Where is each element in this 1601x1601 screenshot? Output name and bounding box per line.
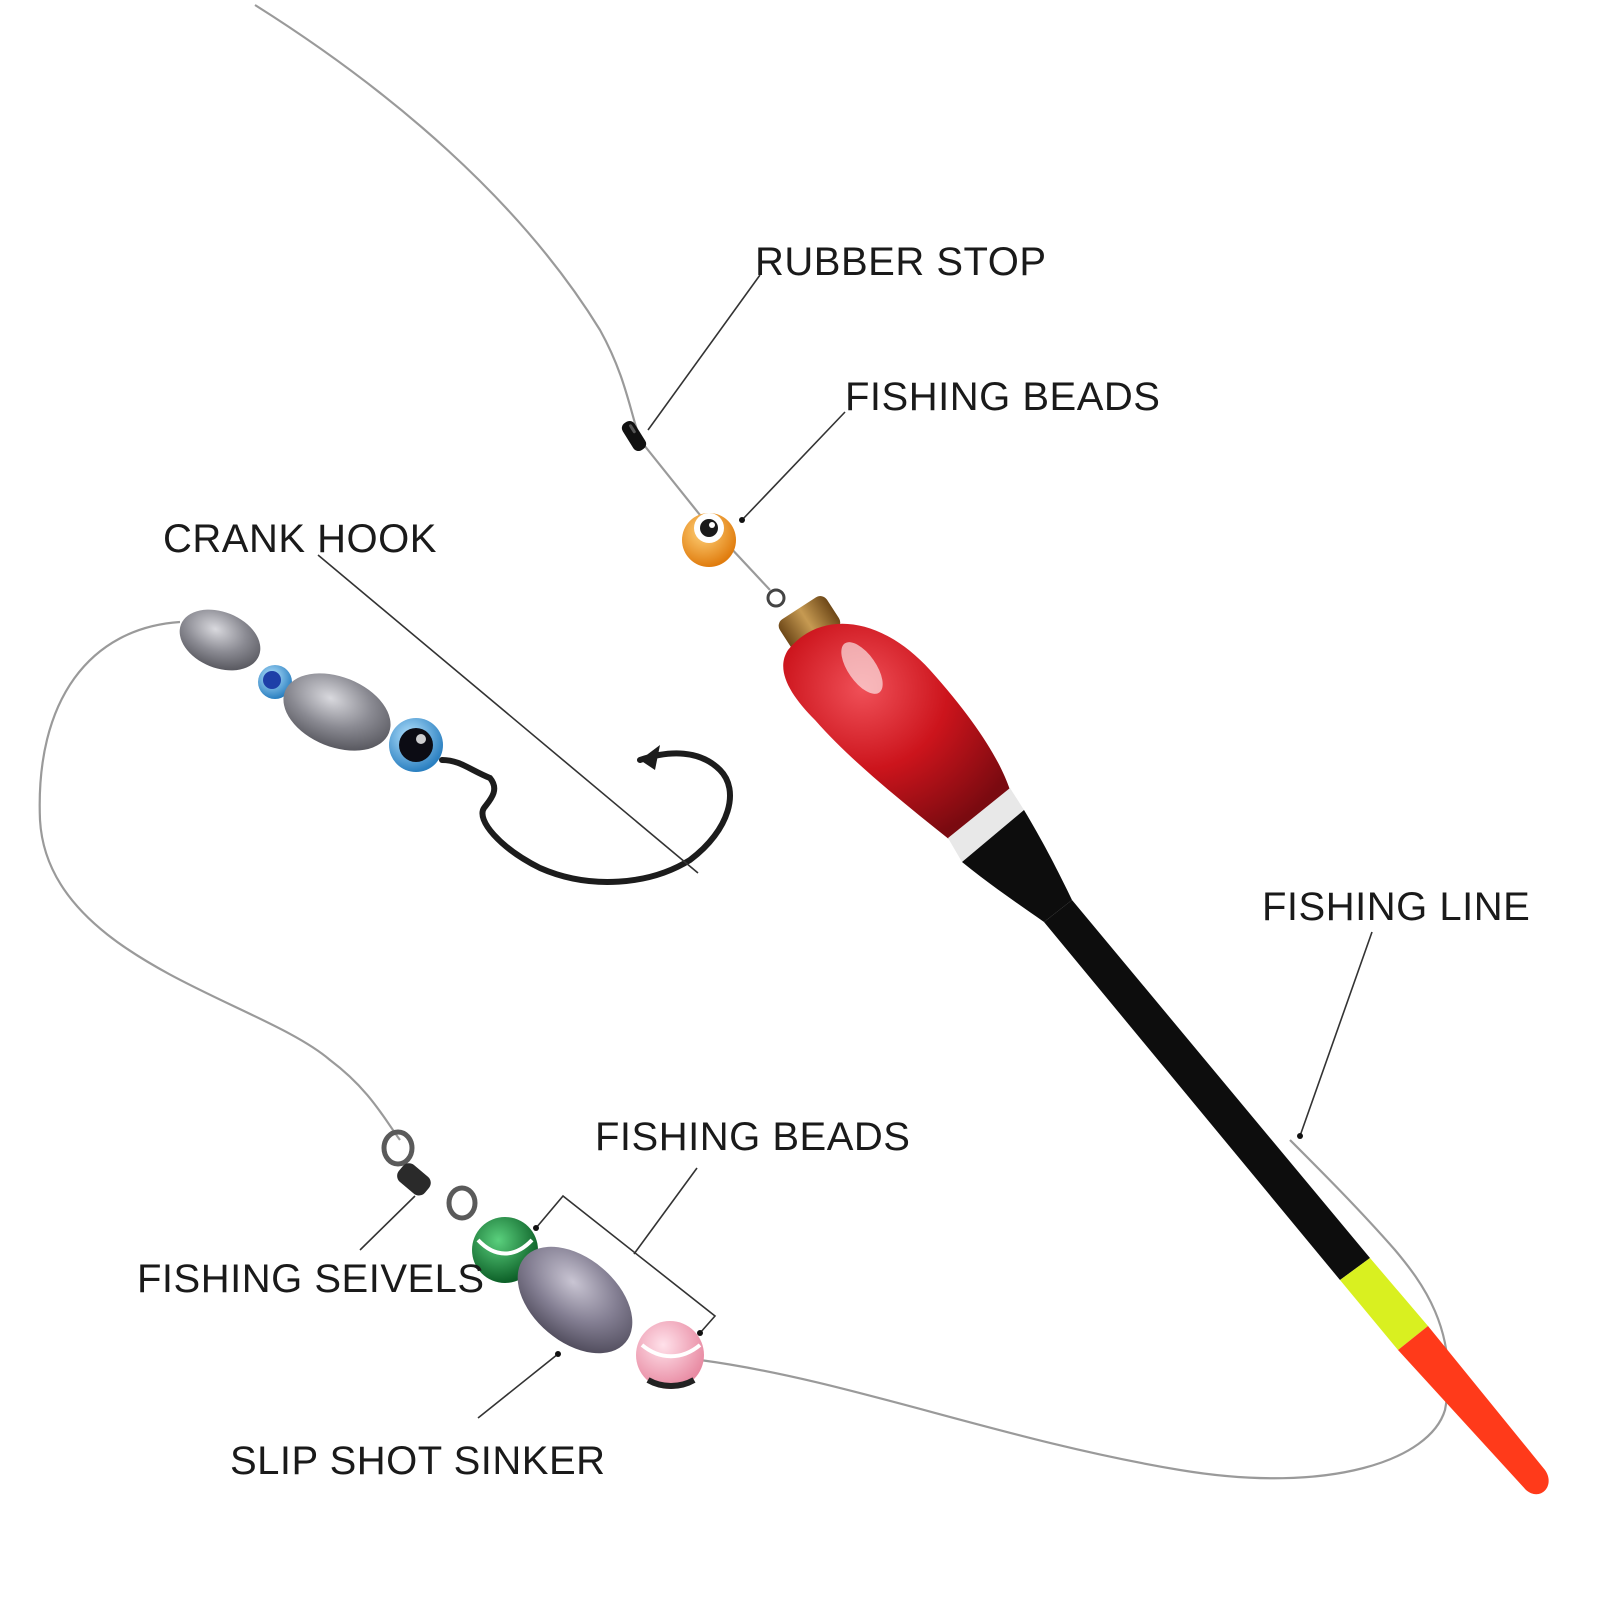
swivel-icon (381, 1129, 478, 1221)
bead-icon (682, 513, 736, 567)
label-slip-shot-sinker: SLIP SHOT SINKER (230, 1439, 606, 1483)
rubber-stop-icon (621, 420, 647, 452)
bead-icon (258, 665, 292, 699)
top-sinker (179, 609, 261, 671)
bead-icon (389, 718, 443, 772)
label-crank-hook: CRANK HOOK (163, 517, 437, 561)
label-fishing-line: FISHING LINE (1262, 885, 1530, 929)
label-fishing-beads-top: FISHING BEADS (845, 375, 1160, 419)
sinker-icon (283, 673, 391, 751)
hook-icon (439, 745, 733, 885)
label-fishing-beads-bottom: FISHING BEADS (595, 1115, 910, 1159)
sinker-icon (517, 1246, 633, 1354)
bead-icon (636, 1321, 704, 1389)
bobber-icon (766, 588, 1549, 1495)
label-fishing-seivels: FISHING SEIVELS (137, 1257, 485, 1301)
label-rubber-stop: RUBBER STOP (755, 240, 1047, 284)
leader-lines (317, 274, 1373, 1419)
